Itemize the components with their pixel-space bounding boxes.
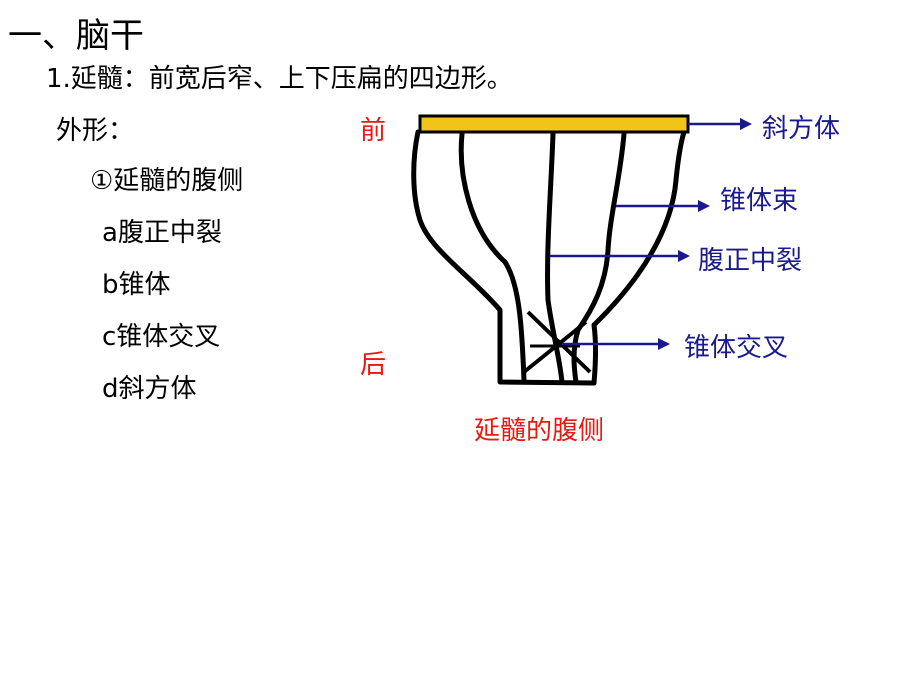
outline-label: 外形： bbox=[56, 116, 135, 146]
list-item: c锥体交叉 bbox=[102, 322, 221, 352]
medulla-outline bbox=[411, 129, 687, 386]
ventral-median-fissure-line bbox=[545, 131, 565, 385]
arrow-ventral-median-fissure bbox=[550, 250, 690, 262]
list-item: b锥体 bbox=[102, 270, 171, 300]
list-item: a腹正中裂 bbox=[102, 218, 222, 248]
pyramid-line-left bbox=[458, 131, 527, 383]
arrow-pyramidal-decussation bbox=[562, 338, 670, 350]
callout-ventral-median-fissure: 腹正中裂 bbox=[698, 246, 803, 276]
pyramid-line-right bbox=[571, 131, 627, 385]
callout-trapezoid-body: 斜方体 bbox=[762, 114, 841, 144]
subtitle: 1.延髓：前宽后窄、上下压扁的四边形。 bbox=[46, 64, 513, 94]
list-item: d斜方体 bbox=[102, 374, 197, 404]
arrow-trapezoid-body bbox=[688, 118, 752, 130]
callout-pyramidal-tract: 锥体束 bbox=[720, 186, 799, 216]
diagram-caption: 延髓的腹侧 bbox=[474, 416, 605, 446]
page-heading: 一、脑干 bbox=[8, 16, 144, 56]
trapezoid-body-band bbox=[418, 114, 690, 134]
callout-pyramidal-decussation: 锥体交叉 bbox=[684, 333, 789, 363]
section-title: ①延髓的腹侧 bbox=[90, 166, 244, 196]
front-label: 前 bbox=[360, 116, 387, 146]
arrow-pyramidal-tract bbox=[616, 200, 710, 212]
back-label: 后 bbox=[360, 350, 387, 380]
